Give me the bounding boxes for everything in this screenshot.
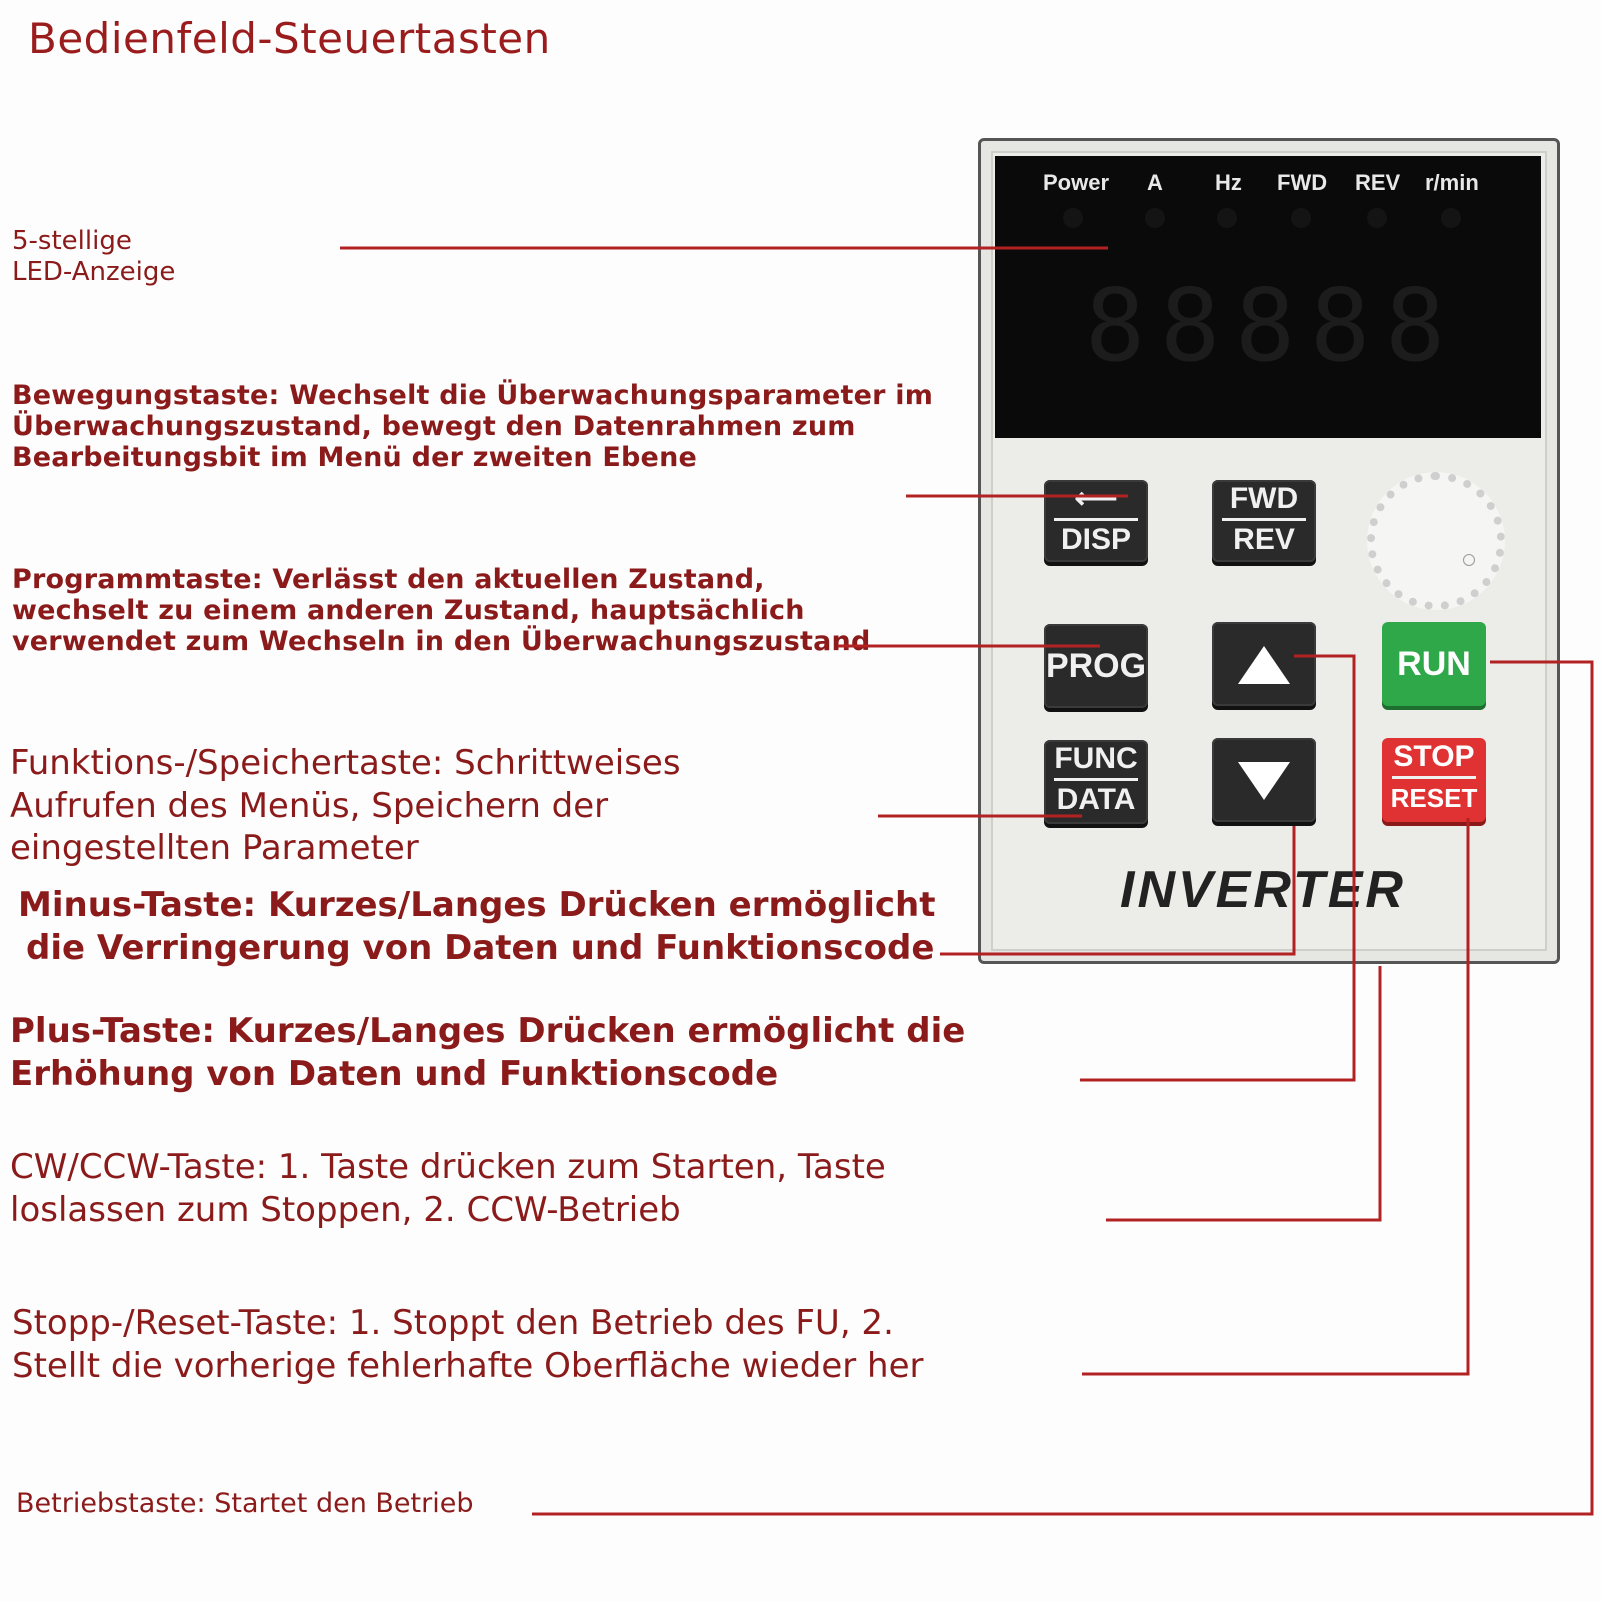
leader-minus xyxy=(940,826,1296,956)
shift-arrow-icon: ⟵ xyxy=(1074,482,1118,515)
disp-shift-button[interactable]: ⟵ DISP xyxy=(1044,480,1148,562)
page-title: Bedienfeld-Steuertasten xyxy=(28,14,551,63)
led-dot-hz xyxy=(1217,208,1237,228)
indicator-a: A xyxy=(1147,170,1163,195)
stop-reset-button[interactable]: STOP RESET xyxy=(1382,738,1486,822)
led-dot-rev xyxy=(1367,208,1387,228)
indicator-power: Power xyxy=(1043,170,1110,195)
prog-button[interactable]: PROG xyxy=(1044,624,1148,708)
led-display: Power A Hz FWD REV r/min 8 8 8 8 8 xyxy=(995,156,1541,438)
digit-2: 8 xyxy=(1160,267,1221,384)
digit-3: 8 xyxy=(1235,267,1296,384)
up-button[interactable] xyxy=(1212,622,1316,706)
run-button[interactable]: RUN xyxy=(1382,622,1486,706)
knob-indicator-icon xyxy=(1463,554,1475,566)
label-shift-key: Bewegungstaste: Wechselt die Überwachung… xyxy=(12,380,934,474)
digit-5: 8 xyxy=(1385,267,1446,384)
label-plus-key: Plus-Taste: Kurzes/Langes Drücken ermögl… xyxy=(10,1011,966,1094)
fwd-rev-button[interactable]: FWD REV xyxy=(1212,480,1316,562)
leader-stop xyxy=(1082,818,1470,1376)
label-stop-key: Stopp-/Reset-Taste: 1. Stoppt den Betrie… xyxy=(12,1303,924,1386)
up-arrow-icon xyxy=(1238,646,1290,684)
leader-cwccw xyxy=(1106,966,1382,1222)
indicator-fwd: FWD xyxy=(1277,170,1328,195)
label-minus-key: Minus-Taste: Kurzes/Langes Drücken ermög… xyxy=(18,885,936,968)
label-prog-key: Programmtaste: Verlässt den aktuellen Zu… xyxy=(12,564,871,658)
potentiometer-knob[interactable] xyxy=(1367,472,1505,610)
digit-1: 8 xyxy=(1085,267,1146,384)
leader-plus xyxy=(1080,654,1356,1082)
digit-4: 8 xyxy=(1310,267,1371,384)
led-dot-power xyxy=(1063,208,1083,228)
indicator-rmin: r/min xyxy=(1425,170,1479,195)
func-data-button[interactable]: FUNC DATA xyxy=(1044,740,1148,824)
brand-label: INVERTER xyxy=(1120,861,1406,919)
down-arrow-icon xyxy=(1238,762,1290,800)
down-button[interactable] xyxy=(1212,738,1316,822)
indicator-hz: Hz xyxy=(1215,170,1242,195)
led-dot-rmin xyxy=(1441,208,1461,228)
led-dot-fwd xyxy=(1291,208,1311,228)
label-cwccw-key: CW/CCW-Taste: 1. Taste drücken zum Start… xyxy=(10,1147,886,1230)
label-run-key: Betriebstaste: Startet den Betrieb xyxy=(16,1488,474,1519)
indicator-rev: REV xyxy=(1355,170,1401,195)
led-dot-a xyxy=(1145,208,1165,228)
leader-run xyxy=(532,660,1594,1516)
